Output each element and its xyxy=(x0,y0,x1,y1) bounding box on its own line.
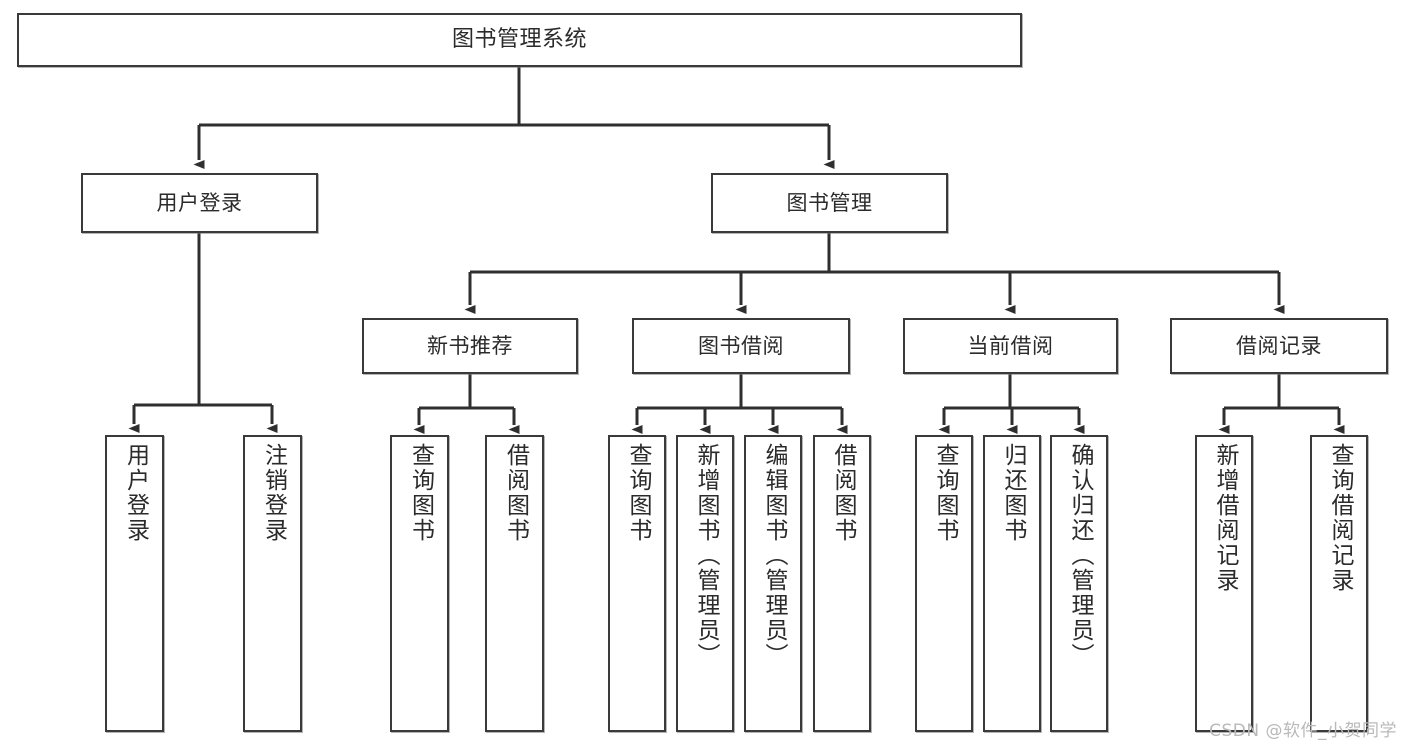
node-book-manage-label: 图书管理 xyxy=(786,190,873,215)
node-book-borrow-label: 图书借阅 xyxy=(698,333,784,358)
leaf-borrow-book-1-label: 借阅图书 xyxy=(502,443,529,543)
csdn-watermark: CSDN @软件_小贺同学 xyxy=(1209,721,1397,741)
leaf-query-book-2-label: 查询图书 xyxy=(624,443,651,543)
leaf-borrow-book-2[interactable]: 借阅图书 xyxy=(813,435,871,732)
node-book-borrow[interactable]: 图书借阅 xyxy=(632,318,850,374)
leaf-add-book-label: 新增图书（管理员） xyxy=(692,443,719,668)
node-current-borrow[interactable]: 当前借阅 xyxy=(903,318,1118,374)
leaf-user-login-label: 用户登录 xyxy=(122,443,149,543)
leaf-add-record-label: 新增借阅记录 xyxy=(1211,443,1238,593)
node-user-login[interactable]: 用户登录 xyxy=(81,173,318,233)
node-root-label: 图书管理系统 xyxy=(451,27,587,53)
node-book-manage[interactable]: 图书管理 xyxy=(711,173,948,233)
leaf-confirm-return-label: 确认归还（管理员） xyxy=(1066,443,1093,668)
leaf-user-login[interactable]: 用户登录 xyxy=(105,435,164,732)
leaf-edit-book-label: 编辑图书（管理员） xyxy=(760,443,787,668)
node-root[interactable]: 图书管理系统 xyxy=(17,13,1022,67)
node-borrow-record-label: 借阅记录 xyxy=(1236,333,1322,358)
node-new-book-recommend-label: 新书推荐 xyxy=(427,333,513,358)
leaf-borrow-book-2-label: 借阅图书 xyxy=(829,443,856,543)
leaf-confirm-return[interactable]: 确认归还（管理员） xyxy=(1050,435,1108,732)
leaf-query-book-3[interactable]: 查询图书 xyxy=(915,435,973,732)
leaf-return-book[interactable]: 归还图书 xyxy=(983,435,1041,732)
leaf-query-book-3-label: 查询图书 xyxy=(931,443,958,543)
leaf-logout[interactable]: 注销登录 xyxy=(243,435,302,732)
leaf-edit-book[interactable]: 编辑图书（管理员） xyxy=(744,435,802,732)
leaf-logout-label: 注销登录 xyxy=(260,443,287,543)
leaf-query-book-1-label: 查询图书 xyxy=(407,443,434,543)
leaf-query-book-1[interactable]: 查询图书 xyxy=(390,435,449,732)
leaf-query-record-label: 查询借阅记录 xyxy=(1326,443,1353,593)
leaf-add-record[interactable]: 新增借阅记录 xyxy=(1195,435,1253,732)
node-current-borrow-label: 当前借阅 xyxy=(967,333,1054,358)
node-borrow-record[interactable]: 借阅记录 xyxy=(1170,318,1388,374)
leaf-borrow-book-1[interactable]: 借阅图书 xyxy=(485,435,544,732)
leaf-query-record[interactable]: 查询借阅记录 xyxy=(1310,435,1368,732)
leaf-add-book[interactable]: 新增图书（管理员） xyxy=(676,435,734,732)
node-new-book-recommend[interactable]: 新书推荐 xyxy=(362,318,578,374)
leaf-return-book-label: 归还图书 xyxy=(999,443,1026,543)
node-user-login-label: 用户登录 xyxy=(156,190,243,215)
leaf-query-book-2[interactable]: 查询图书 xyxy=(608,435,666,732)
